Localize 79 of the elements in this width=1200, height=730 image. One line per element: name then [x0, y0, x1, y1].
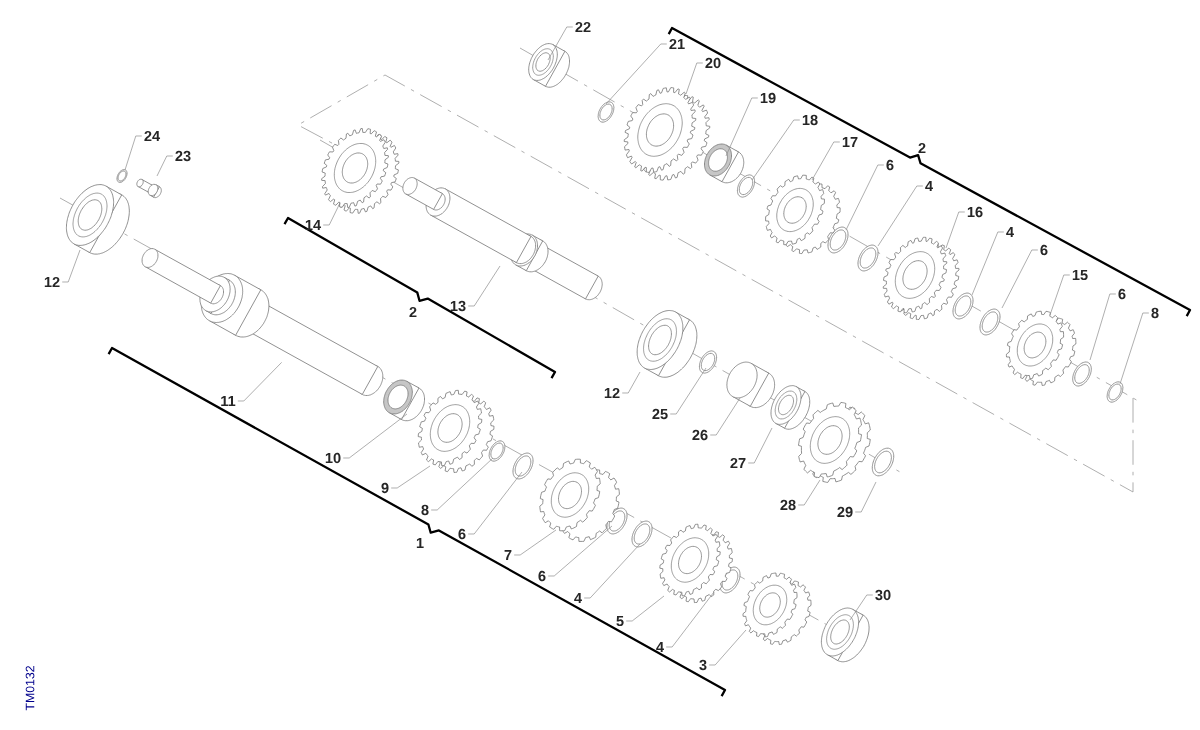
- callout-number: 6: [538, 570, 546, 582]
- callout-number: 26: [692, 429, 708, 441]
- leader-line: [877, 185, 924, 247]
- leader-line: [845, 164, 885, 231]
- callout-number: 12: [604, 387, 620, 399]
- callout-number: 5: [616, 615, 624, 627]
- callout-number: 22: [575, 21, 591, 33]
- callout-number: 11: [221, 396, 236, 406]
- callout-number: 25: [652, 408, 668, 420]
- leader-line: [1001, 249, 1039, 309]
- callout-number: 21: [669, 38, 685, 50]
- callout-number: 12: [44, 276, 60, 288]
- callout-number: 16: [967, 206, 983, 218]
- leader-line: [124, 135, 143, 171]
- leader-line: [547, 525, 613, 577]
- leader-line: [322, 202, 341, 226]
- leader-line: [513, 529, 557, 556]
- callout-number: 15: [1072, 269, 1088, 281]
- callout-number: 29: [837, 506, 853, 518]
- leader-line: [625, 595, 665, 622]
- leader-line: [751, 119, 801, 181]
- leader-line: [583, 543, 641, 599]
- shaft-drawing: [141, 248, 384, 396]
- callout-number: 13: [450, 300, 466, 312]
- callout-number: 4: [574, 593, 582, 603]
- leader-line: [61, 249, 81, 283]
- callout-number: 17: [842, 137, 858, 147]
- leader-line: [665, 591, 715, 648]
- callout-number: 4: [656, 642, 664, 652]
- callout-number: 30: [875, 589, 891, 601]
- callout-number: 18: [802, 114, 818, 126]
- leader-line: [797, 479, 821, 506]
- callout-number: 7: [504, 550, 512, 560]
- callout-number: 19: [760, 92, 776, 104]
- callout-number: 6: [458, 528, 466, 540]
- callout-number: 24: [144, 130, 161, 142]
- leader-line: [1049, 274, 1071, 316]
- leader-line: [708, 629, 747, 666]
- leader-line: [685, 62, 704, 95]
- bracket-label: 2: [918, 142, 926, 154]
- leader-line: [547, 26, 574, 61]
- leader-line: [849, 594, 874, 621]
- callout-number: 4: [1006, 227, 1014, 237]
- callout-number: 6: [1118, 288, 1126, 300]
- leader-line: [669, 367, 707, 415]
- drawing-code: TM0132: [25, 666, 35, 711]
- leader-line: [342, 413, 408, 459]
- callout-number: 6: [886, 159, 894, 171]
- leader-line: [1089, 293, 1117, 361]
- leader-line: [237, 362, 282, 402]
- leader-line: [747, 427, 773, 464]
- leader-line: [725, 97, 759, 157]
- callout-number: 8: [1151, 307, 1159, 319]
- callout-number: 3: [699, 659, 707, 671]
- leader-line: [971, 231, 1005, 296]
- leader-line: [467, 471, 523, 535]
- leader-line: [467, 265, 501, 307]
- callout-number: 23: [175, 150, 191, 162]
- leader-line: [811, 141, 841, 181]
- callout-number: 8: [421, 504, 429, 516]
- callout-number: 14: [305, 220, 322, 230]
- leader-line: [1119, 312, 1150, 385]
- callout-number: 6: [1040, 244, 1048, 256]
- bracket-label: 2: [409, 306, 417, 318]
- callout-number: 28: [780, 499, 796, 511]
- leader-line: [621, 371, 641, 394]
- callout-number: 4: [925, 181, 933, 191]
- leader-line: [430, 457, 494, 511]
- leader-line: [854, 481, 877, 513]
- bracket-label: 1: [416, 538, 424, 548]
- leader-line: [390, 465, 431, 489]
- callout-number: 9: [381, 482, 389, 494]
- callout-number: 10: [325, 452, 341, 464]
- callout-number: 27: [730, 457, 746, 469]
- leader-line: [945, 211, 966, 249]
- leader-line: [709, 397, 741, 436]
- callout-number: 20: [705, 57, 721, 69]
- leader-line: [605, 43, 668, 105]
- leader-line: [156, 155, 174, 177]
